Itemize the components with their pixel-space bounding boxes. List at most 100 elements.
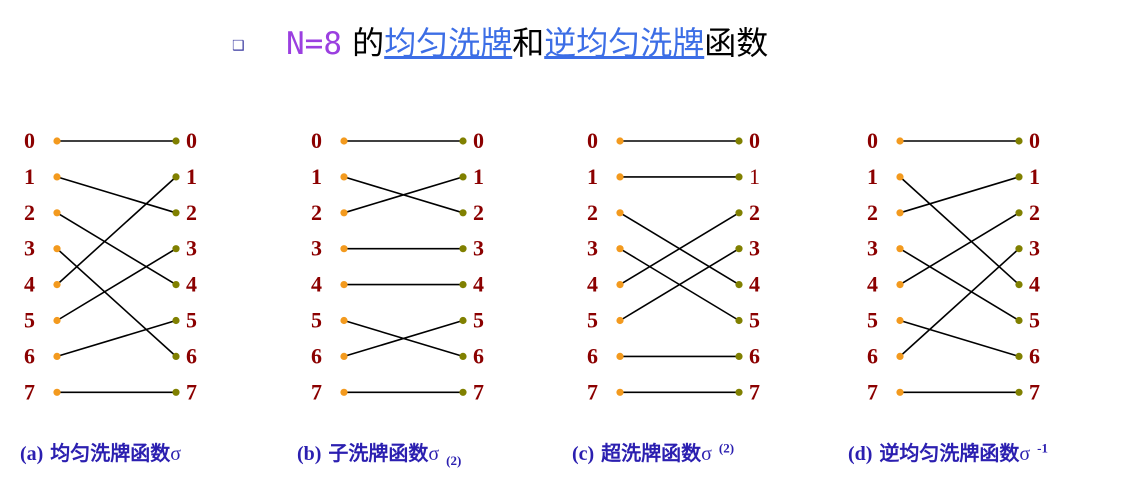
left-label-5: 5: [311, 308, 322, 333]
left-dot-7: [616, 388, 624, 396]
left-dot-3: [616, 245, 624, 253]
right-dot-4: [1015, 281, 1023, 289]
right-dot-2: [459, 209, 467, 217]
left-dot-6: [616, 352, 624, 360]
left-dot-2: [53, 209, 61, 217]
link-perfect-shuffle[interactable]: 均匀洗牌: [384, 24, 513, 62]
left-dot-0: [53, 137, 61, 145]
right-label-5: 5: [473, 308, 484, 333]
right-dot-5: [735, 316, 743, 325]
right-dot-4: [459, 281, 467, 289]
left-label-7: 7: [587, 379, 598, 404]
left-dot-5: [340, 316, 348, 325]
right-label-6: 6: [749, 343, 760, 368]
left-dot-6: [53, 352, 61, 360]
left-dot-2: [896, 209, 904, 217]
right-dot-4: [735, 281, 743, 289]
left-label-1: 1: [311, 164, 322, 189]
left-dot-0: [340, 137, 348, 145]
left-dot-5: [53, 316, 61, 325]
left-label-5: 5: [587, 308, 598, 333]
right-dot-4: [172, 281, 180, 289]
right-label-1: 1: [1029, 164, 1040, 189]
sigma-subscript: (2): [446, 453, 462, 468]
wire-6-to-5: [343, 319, 464, 358]
right-label-4: 4: [1029, 272, 1040, 297]
wire-5-to-6: [899, 319, 1020, 358]
left-dot-7: [340, 388, 348, 396]
caption-tag: (b): [297, 443, 322, 465]
left-dot-2: [340, 209, 348, 217]
left-dot-3: [340, 245, 348, 253]
right-dot-2: [172, 209, 180, 217]
right-dot-5: [172, 316, 180, 325]
left-label-1: 1: [24, 164, 35, 189]
left-label-5: 5: [867, 308, 878, 333]
right-dot-1: [735, 173, 743, 181]
left-label-6: 6: [587, 343, 598, 368]
left-label-7: 7: [24, 379, 35, 404]
title-suffix: 函数: [704, 24, 769, 62]
right-dot-6: [1015, 352, 1023, 360]
caption-b: (b) 子洗牌函数σ (2): [297, 437, 461, 469]
left-label-3: 3: [867, 236, 878, 261]
left-dot-0: [616, 137, 624, 145]
wire-4-to-2: [619, 212, 740, 286]
title-he: 和: [512, 24, 545, 62]
right-label-5: 5: [186, 308, 197, 333]
right-dot-1: [459, 173, 467, 181]
right-dot-3: [1015, 245, 1023, 253]
left-dot-5: [896, 316, 904, 325]
right-label-3: 3: [186, 236, 197, 261]
left-label-4: 4: [867, 272, 878, 297]
right-dot-6: [735, 352, 743, 360]
left-dot-1: [616, 173, 624, 181]
right-dot-3: [735, 245, 743, 253]
left-dot-4: [53, 281, 61, 289]
right-label-7: 7: [1029, 379, 1040, 404]
right-label-6: 6: [1029, 343, 1040, 368]
right-label-7: 7: [749, 379, 760, 404]
left-dot-6: [896, 352, 904, 360]
left-label-2: 2: [24, 200, 35, 225]
right-label-0: 0: [473, 128, 484, 153]
right-dot-1: [172, 173, 180, 181]
sigma-superscript: (2): [718, 440, 735, 456]
caption-tag: (a): [20, 443, 44, 465]
left-label-3: 3: [587, 236, 598, 261]
title-line: N=8 的均匀洗牌和逆均匀洗牌函数: [286, 18, 768, 64]
caption-a: (a) 均匀洗牌函数σ: [20, 437, 181, 466]
left-label-0: 0: [24, 128, 35, 153]
left-dot-1: [340, 173, 348, 181]
wire-6-to-5: [56, 319, 177, 358]
right-label-5: 5: [749, 308, 760, 333]
left-label-1: 1: [867, 164, 878, 189]
left-label-0: 0: [587, 128, 598, 153]
right-label-0: 0: [1029, 128, 1040, 153]
left-dot-0: [896, 137, 904, 145]
wire-4-to-2: [899, 212, 1020, 286]
left-dot-6: [340, 352, 348, 360]
right-label-1: 1: [749, 164, 760, 189]
sigma-symbol: σ: [1019, 443, 1031, 465]
wire-1-to-2: [56, 176, 177, 214]
left-dot-4: [340, 281, 348, 289]
left-dot-7: [896, 388, 904, 396]
title-de: 的: [342, 24, 385, 62]
left-label-6: 6: [24, 343, 35, 368]
left-dot-2: [616, 209, 624, 217]
right-label-2: 2: [473, 200, 484, 225]
right-label-6: 6: [186, 343, 197, 368]
right-dot-7: [735, 388, 743, 396]
wire-6-to-3: [899, 248, 1020, 357]
right-label-5: 5: [1029, 308, 1040, 333]
link-inverse-shuffle[interactable]: 逆均匀洗牌: [544, 24, 705, 62]
caption-c: (c) 超洗牌函数σ (2): [572, 437, 734, 466]
wire-5-to-3: [56, 248, 177, 322]
bullet-icon: ❑: [232, 38, 245, 54]
wire-2-to-1: [899, 176, 1020, 214]
left-label-0: 0: [867, 128, 878, 153]
